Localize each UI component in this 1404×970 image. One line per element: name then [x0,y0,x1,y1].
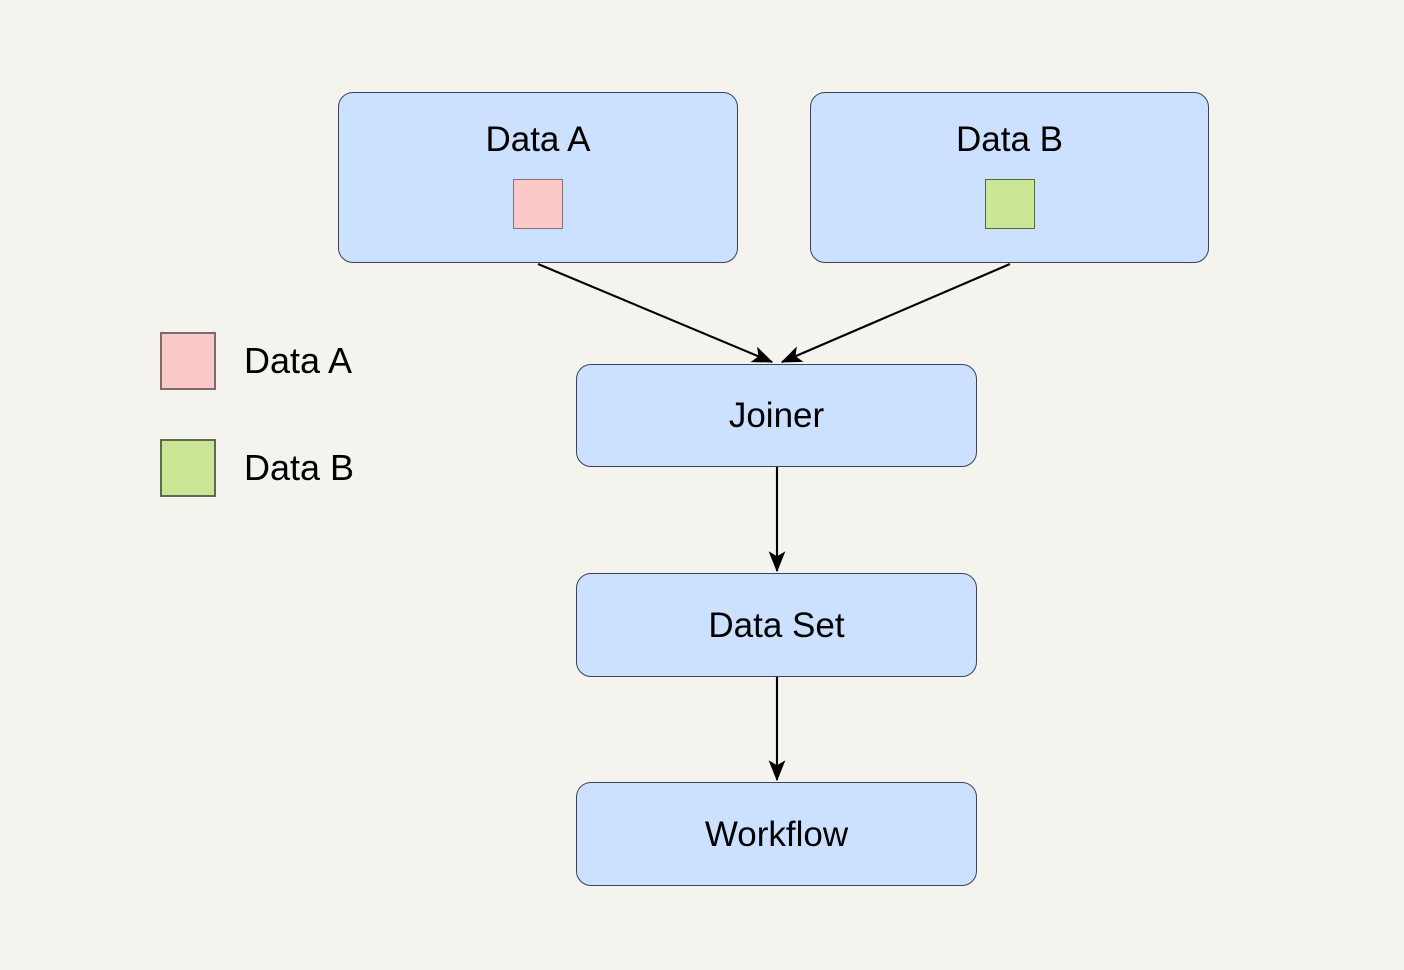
node-workflow-label: Workflow [704,814,849,854]
legend-item-data-a: Data A [160,332,354,390]
node-joiner-label: Joiner [728,396,825,435]
edge-data-a-to-joiner [537,263,774,363]
legend-label-data-a: Data A [244,340,353,381]
data-b-color-swatch [984,179,1035,229]
legend-swatch-data-b [160,439,216,497]
node-data-b[interactable]: Data B [810,92,1209,263]
legend: Data A Data B [160,332,354,497]
legend-swatch-data-a [160,332,216,390]
data-a-color-swatch [513,179,563,229]
node-data-b-label: Data B [956,120,1063,159]
node-workflow[interactable]: Workflow [576,782,977,886]
legend-label-data-b: Data B [244,447,355,488]
node-data-set-label: Data Set [708,605,845,645]
legend-item-data-b: Data B [160,439,354,497]
node-joiner[interactable]: Joiner [576,364,977,467]
node-data-a[interactable]: Data A [338,92,738,263]
node-data-a-label: Data A [485,120,591,159]
edge-data-b-to-joiner [780,263,1011,363]
node-data-set[interactable]: Data Set [576,573,977,677]
